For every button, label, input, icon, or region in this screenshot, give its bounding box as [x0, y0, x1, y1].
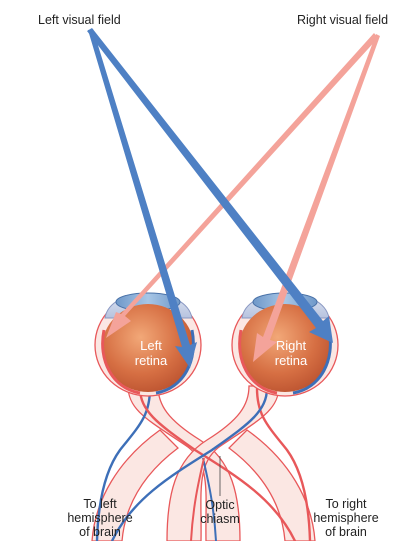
to-right-hemisphere-line3: of brain	[325, 525, 367, 539]
to-right-hemisphere-line2: hemisphere	[313, 511, 379, 525]
optic-nerves	[91, 385, 316, 541]
right-eyeball	[239, 304, 331, 392]
optic-chiasm-line1: Optic	[205, 498, 235, 512]
left-retina-blue	[155, 329, 195, 395]
left-retina-label-line2: retina	[134, 353, 168, 368]
left-retina-label-line1: Left	[140, 338, 162, 353]
right-retina-label: Right retina	[266, 338, 316, 368]
left-eye-red-fiber	[138, 387, 297, 541]
right-retina-label-line1: Right	[275, 338, 307, 353]
center-blue-fiber	[202, 457, 217, 541]
right-retina-label-line2: retina	[274, 353, 308, 368]
center-red-fiber	[190, 457, 205, 541]
visual-field-arrows	[87, 28, 380, 368]
right-eye-blue-fiber	[110, 387, 269, 541]
to-right-hemisphere-label: To right hemisphere of brain	[304, 497, 388, 539]
left-field-arrow-to-right-eye	[87, 28, 333, 343]
to-left-hemisphere-line1: To left	[83, 497, 117, 511]
optic-chiasm-label: Optic chiasm	[189, 498, 251, 526]
to-right-hemisphere-line1: To right	[325, 497, 367, 511]
right-visual-field-label: Right visual field	[297, 13, 389, 27]
to-left-hemisphere-line2: hemisphere	[67, 511, 133, 525]
right-retina-red	[238, 329, 278, 395]
to-left-hemisphere-label: To left hemisphere of brain	[60, 497, 140, 539]
left-visual-field-label: Left visual field	[38, 13, 121, 27]
left-retina-label: Left retina	[127, 338, 175, 368]
to-left-hemisphere-line3: of brain	[79, 525, 121, 539]
optic-chiasm-line2: chiasm	[200, 512, 240, 526]
left-retina-red	[101, 329, 141, 395]
right-field-arrow-to-left-eye	[106, 33, 378, 338]
right-tract-sheath	[228, 429, 316, 541]
left-tract-sheath	[91, 429, 179, 541]
left-field-arrow-to-left-eye	[88, 29, 197, 368]
left-eyeball	[102, 304, 194, 392]
